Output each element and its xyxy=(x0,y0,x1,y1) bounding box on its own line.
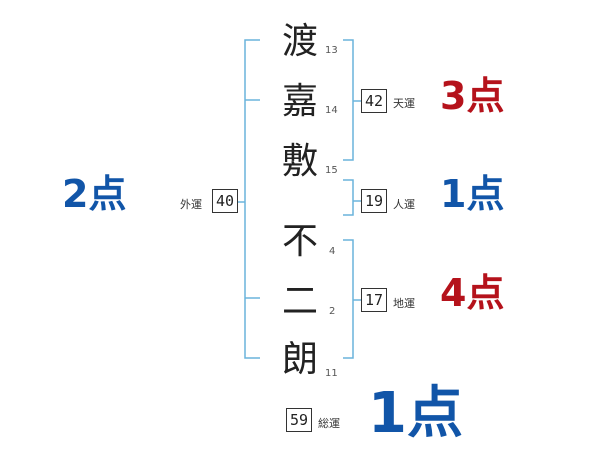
jinkaku-value-box: 19 xyxy=(361,189,387,213)
gaikaku-label: 外運 xyxy=(180,198,202,211)
jinkaku-bracket xyxy=(343,179,354,216)
soukaku-label: 総運 xyxy=(318,417,340,430)
tenkaku-score: 3点 xyxy=(440,74,505,118)
name-char-5: 二 xyxy=(281,281,318,322)
name-char-3: 敷 xyxy=(281,141,318,182)
chikaku-bracket xyxy=(343,239,354,359)
chikaku-label: 地運 xyxy=(393,297,415,310)
stroke-count-2: 14 xyxy=(325,105,338,116)
name-char-6: 朗 xyxy=(281,339,318,380)
stroke-count-5: 2 xyxy=(329,306,336,317)
jinkaku-label: 人運 xyxy=(393,198,415,211)
name-char-1: 渡 xyxy=(281,21,318,62)
jinkaku-score: 1点 xyxy=(440,172,505,216)
gaikaku-bracket xyxy=(244,39,260,359)
stroke-count-1: 13 xyxy=(325,45,338,56)
tenkaku-value-box: 42 xyxy=(361,89,387,113)
stroke-count-4: 4 xyxy=(329,246,336,257)
gaikaku-score: 2点 xyxy=(62,172,127,216)
name-char-2: 嘉 xyxy=(281,81,318,122)
name-char-4: 不 xyxy=(281,221,318,262)
stroke-count-3: 15 xyxy=(325,165,338,176)
chikaku-value-box: 17 xyxy=(361,288,387,312)
tenkaku-bracket xyxy=(343,39,354,161)
tenkaku-label: 天運 xyxy=(393,97,415,110)
chikaku-score: 4点 xyxy=(440,271,505,315)
soukaku-value-box: 59 xyxy=(286,408,312,432)
soukaku-score: 1点 xyxy=(368,381,463,446)
stroke-count-6: 11 xyxy=(325,368,338,379)
gaikaku-value-box: 40 xyxy=(212,189,238,213)
